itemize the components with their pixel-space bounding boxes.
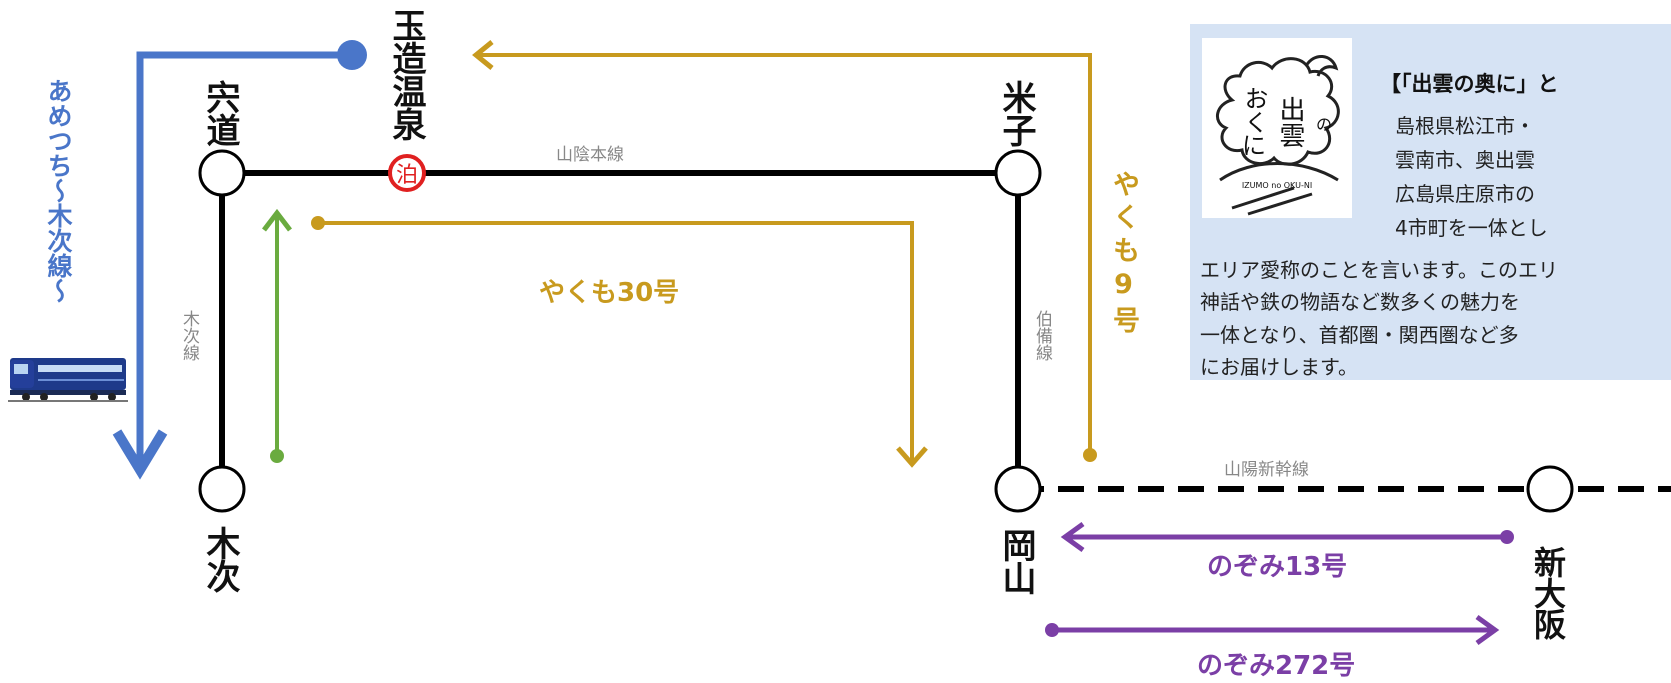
green-start-dot (270, 449, 284, 463)
station-node-kisuki (198, 465, 246, 513)
info-line-8: にお届けします。 (1200, 355, 1358, 379)
station-label-shin-osaka: 新大阪 (1529, 546, 1567, 639)
info-line-5: エリア愛称のことを言います。このエリ (1200, 258, 1558, 282)
line-label-sanyo-shinkansen: 山陽新幹線 (1224, 460, 1309, 480)
izumo-no-okuni-logo: 出雲 おく の に IZUMO no OKU-NI (1202, 38, 1352, 218)
logo-text-oku: おく (1240, 86, 1268, 134)
yakumo9-start-dot (1083, 448, 1097, 462)
station-node-shin-osaka (1526, 465, 1574, 513)
green-arrowhead (262, 208, 292, 232)
logo-text-no: の (1316, 115, 1332, 134)
amatsuchi-route-arrow (136, 51, 352, 462)
logo-text-romaji: IZUMO no OKU-NI (1242, 181, 1312, 190)
train-label-amatsuchi: あめつち〜木次線〜 (44, 78, 73, 303)
amatsuchi-start-dot (337, 40, 367, 70)
station-node-yonago (994, 149, 1042, 197)
train-label-yakumo9: やくも9号 (1108, 170, 1139, 339)
station-label-tamatsukuri: 玉造温泉 (386, 8, 426, 140)
station-label-okayama: 岡山 (996, 528, 1036, 594)
station-label-shinji: 宍道 (200, 80, 240, 146)
station-label-kisuki: 木次 (200, 526, 240, 592)
info-line-4: 4市町を一体とし (1395, 216, 1548, 240)
yakumo9-arrowhead (472, 40, 494, 70)
logo-text-main: 出雲 (1275, 96, 1305, 148)
info-line-7: 一体となり、首都圏・関西圏など多 (1200, 323, 1519, 347)
stay-badge-circle (388, 154, 426, 192)
logo-text-ni: に (1242, 132, 1266, 160)
amatsuchi-arrowhead (112, 429, 168, 480)
info-line-2: 雲南市、奥出雲 (1395, 148, 1535, 172)
nozomi13-start-dot (1500, 530, 1514, 544)
info-line-3: 広島県庄原市の (1395, 182, 1535, 206)
nozomi13-arrowhead (1060, 521, 1085, 553)
info-title: 【「出雲の奥に」と (1380, 72, 1559, 96)
station-node-okayama (994, 465, 1042, 513)
yakumo30-arrowhead (896, 446, 928, 468)
train-label-nozomi13: のぞみ13号 (1207, 552, 1348, 582)
line-label-kisuki: 木次線 (179, 310, 199, 361)
info-line-1: 島根県松江市・ (1395, 114, 1535, 138)
line-label-hakubi: 伯備線 (1032, 310, 1052, 361)
station-node-shinji (198, 149, 246, 197)
yakumo30-route-arrow (318, 221, 914, 462)
yakumo9-route-arrow (478, 53, 1092, 455)
info-panel: 出雲 おく の に IZUMO no OKU-NI 【「出雲の奥に」と 島根県松… (1190, 24, 1671, 380)
nozomi272-arrowhead (1475, 614, 1500, 646)
line-label-sanin: 山陰本線 (556, 145, 624, 165)
yakumo30-start-dot (311, 216, 325, 230)
train-label-nozomi272: のぞみ272号 (1197, 651, 1356, 681)
train-label-yakumo30: やくも30号 (539, 278, 680, 308)
nozomi272-start-dot (1045, 623, 1059, 637)
train-photo (8, 358, 128, 402)
station-label-yonago: 米子 (996, 80, 1036, 146)
info-line-6: 神話や鉄の物語など数多くの魅力を (1200, 290, 1520, 314)
stay-badge: 泊 (396, 163, 418, 188)
